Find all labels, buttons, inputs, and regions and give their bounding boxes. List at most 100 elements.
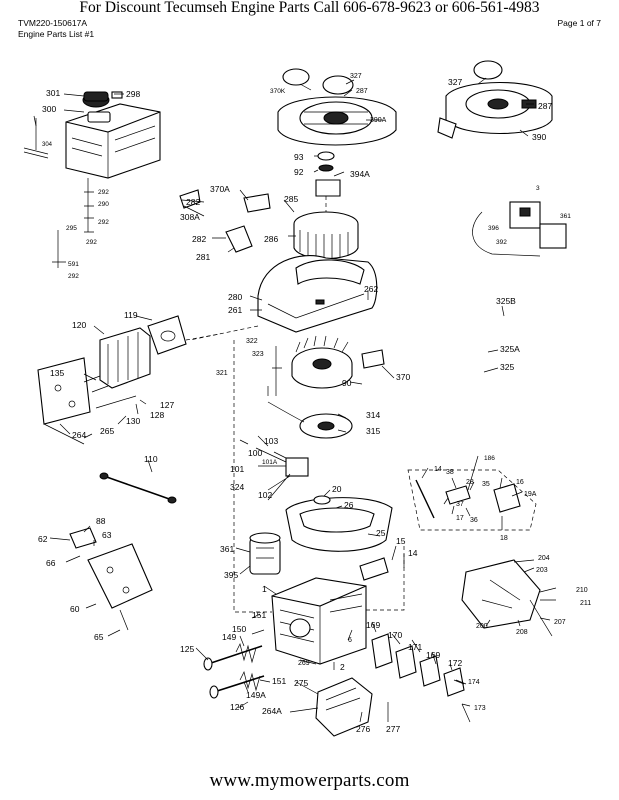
valve-126 [213,675,265,693]
bracket-clip [69,527,97,549]
governor-bracket [493,483,521,513]
blower-vent [315,299,325,305]
label-395: 395 [224,570,238,580]
label-264a: 264A [262,706,282,716]
label-38: 38 [446,469,454,476]
engine-block-group [271,577,367,665]
label-323: 323 [252,351,264,358]
cylinder-cover-opening [299,507,375,533]
gasket-169b [419,655,441,687]
blower-housing-opening [295,259,365,285]
label-370k: 370K [270,88,286,95]
label-120: 120 [72,320,86,330]
label-325: 325 [500,362,514,372]
ignition-group [239,346,353,477]
label-204: 204 [538,555,550,562]
dash-housing-block [233,340,272,613]
label-126: 126 [230,702,244,712]
label-169a: 169 [366,620,380,630]
exhaust-bolts [455,679,471,723]
label-285: 285 [284,194,298,204]
label-19a: 19A [524,491,537,498]
label-173: 173 [474,705,486,712]
label-90: 90 [342,378,352,388]
label-37: 37 [456,501,464,508]
ignition-module-screws [239,439,287,463]
diagram-canvas: 301 298 300 304 292 290 292 295 292 591 … [23,60,591,737]
plate-hole-2 [68,400,76,408]
label-370: 370 [396,372,410,382]
cylinder-bore [289,618,311,638]
label-211: 211 [580,600,591,607]
lever-15 [359,557,389,581]
blower-housing-group [257,255,378,333]
flywheel-fins [295,335,349,353]
label-265: 265 [100,426,114,436]
engine-block-ribs [329,593,363,613]
label-295: 295 [66,225,77,232]
document-id: TVM220-150617A [18,18,87,28]
starter-rings [304,111,368,125]
governor-cup-20 [313,495,331,505]
control-plate-slots [481,579,521,609]
intake-manifold-ribs [107,332,139,384]
label-66: 66 [46,558,56,568]
bracket-screw-65 [119,609,129,631]
label-149: 149 [222,632,236,642]
fuel-line-clip [23,118,49,159]
label-396: 396 [488,225,499,232]
label-324: 324 [230,482,244,492]
label-207: 207 [554,619,566,626]
throttle-bracket [179,189,201,209]
starter-motor-group [249,532,281,575]
label-151a: 151 [252,610,266,620]
electric-starter-group [472,201,567,257]
starter-plug [539,223,567,249]
label-101: 101 [230,464,244,474]
label-20: 20 [332,484,342,494]
label-327a: 327 [350,73,362,80]
label-17: 17 [456,515,464,522]
gasket-169a [371,633,393,669]
page-header: For Discount Tecumseh Engine Parts Call … [0,0,619,44]
label-315: 315 [366,426,380,436]
label-15: 15 [396,536,406,546]
label-269: 269 [298,660,310,667]
ignition-module [285,457,309,477]
label-170: 170 [388,630,402,640]
valve-spring-149 [235,642,257,664]
valve-spring-149a [239,670,261,692]
control-plate [461,559,541,629]
parts-list-name: Engine Parts List #1 [18,29,95,39]
label-292c: 292 [86,239,97,246]
label-275: 275 [294,678,308,688]
label-35: 35 [482,481,490,488]
label-325a: 325A [500,344,520,354]
label-186: 186 [484,455,495,462]
label-16: 16 [516,479,524,486]
label-1: 1 [262,584,267,594]
label-287a: 287 [356,88,368,95]
carb-screw-264 [43,423,85,445]
label-298: 298 [126,89,140,99]
label-591: 591 [68,261,79,268]
label-100: 100 [248,448,262,458]
label-280: 280 [228,292,242,302]
primer-line-end-b [167,496,177,504]
flywheel-key-370 [361,349,385,369]
label-361b: 361 [220,544,234,554]
starter-cup [315,179,341,197]
label-125: 125 [180,644,194,654]
label-304: 304 [42,142,53,148]
label-150: 150 [232,624,246,634]
starter-cap [322,75,354,95]
label-200: 200 [476,623,488,630]
label-128: 128 [150,410,164,420]
ground-wire [272,346,282,396]
website-footer: www.mymowerparts.com [209,770,410,791]
carburetor-plate [37,357,91,425]
label-127: 127 [160,400,174,410]
gasket-172 [443,667,465,697]
label-276: 276 [356,724,370,734]
intake-manifold [99,327,151,389]
